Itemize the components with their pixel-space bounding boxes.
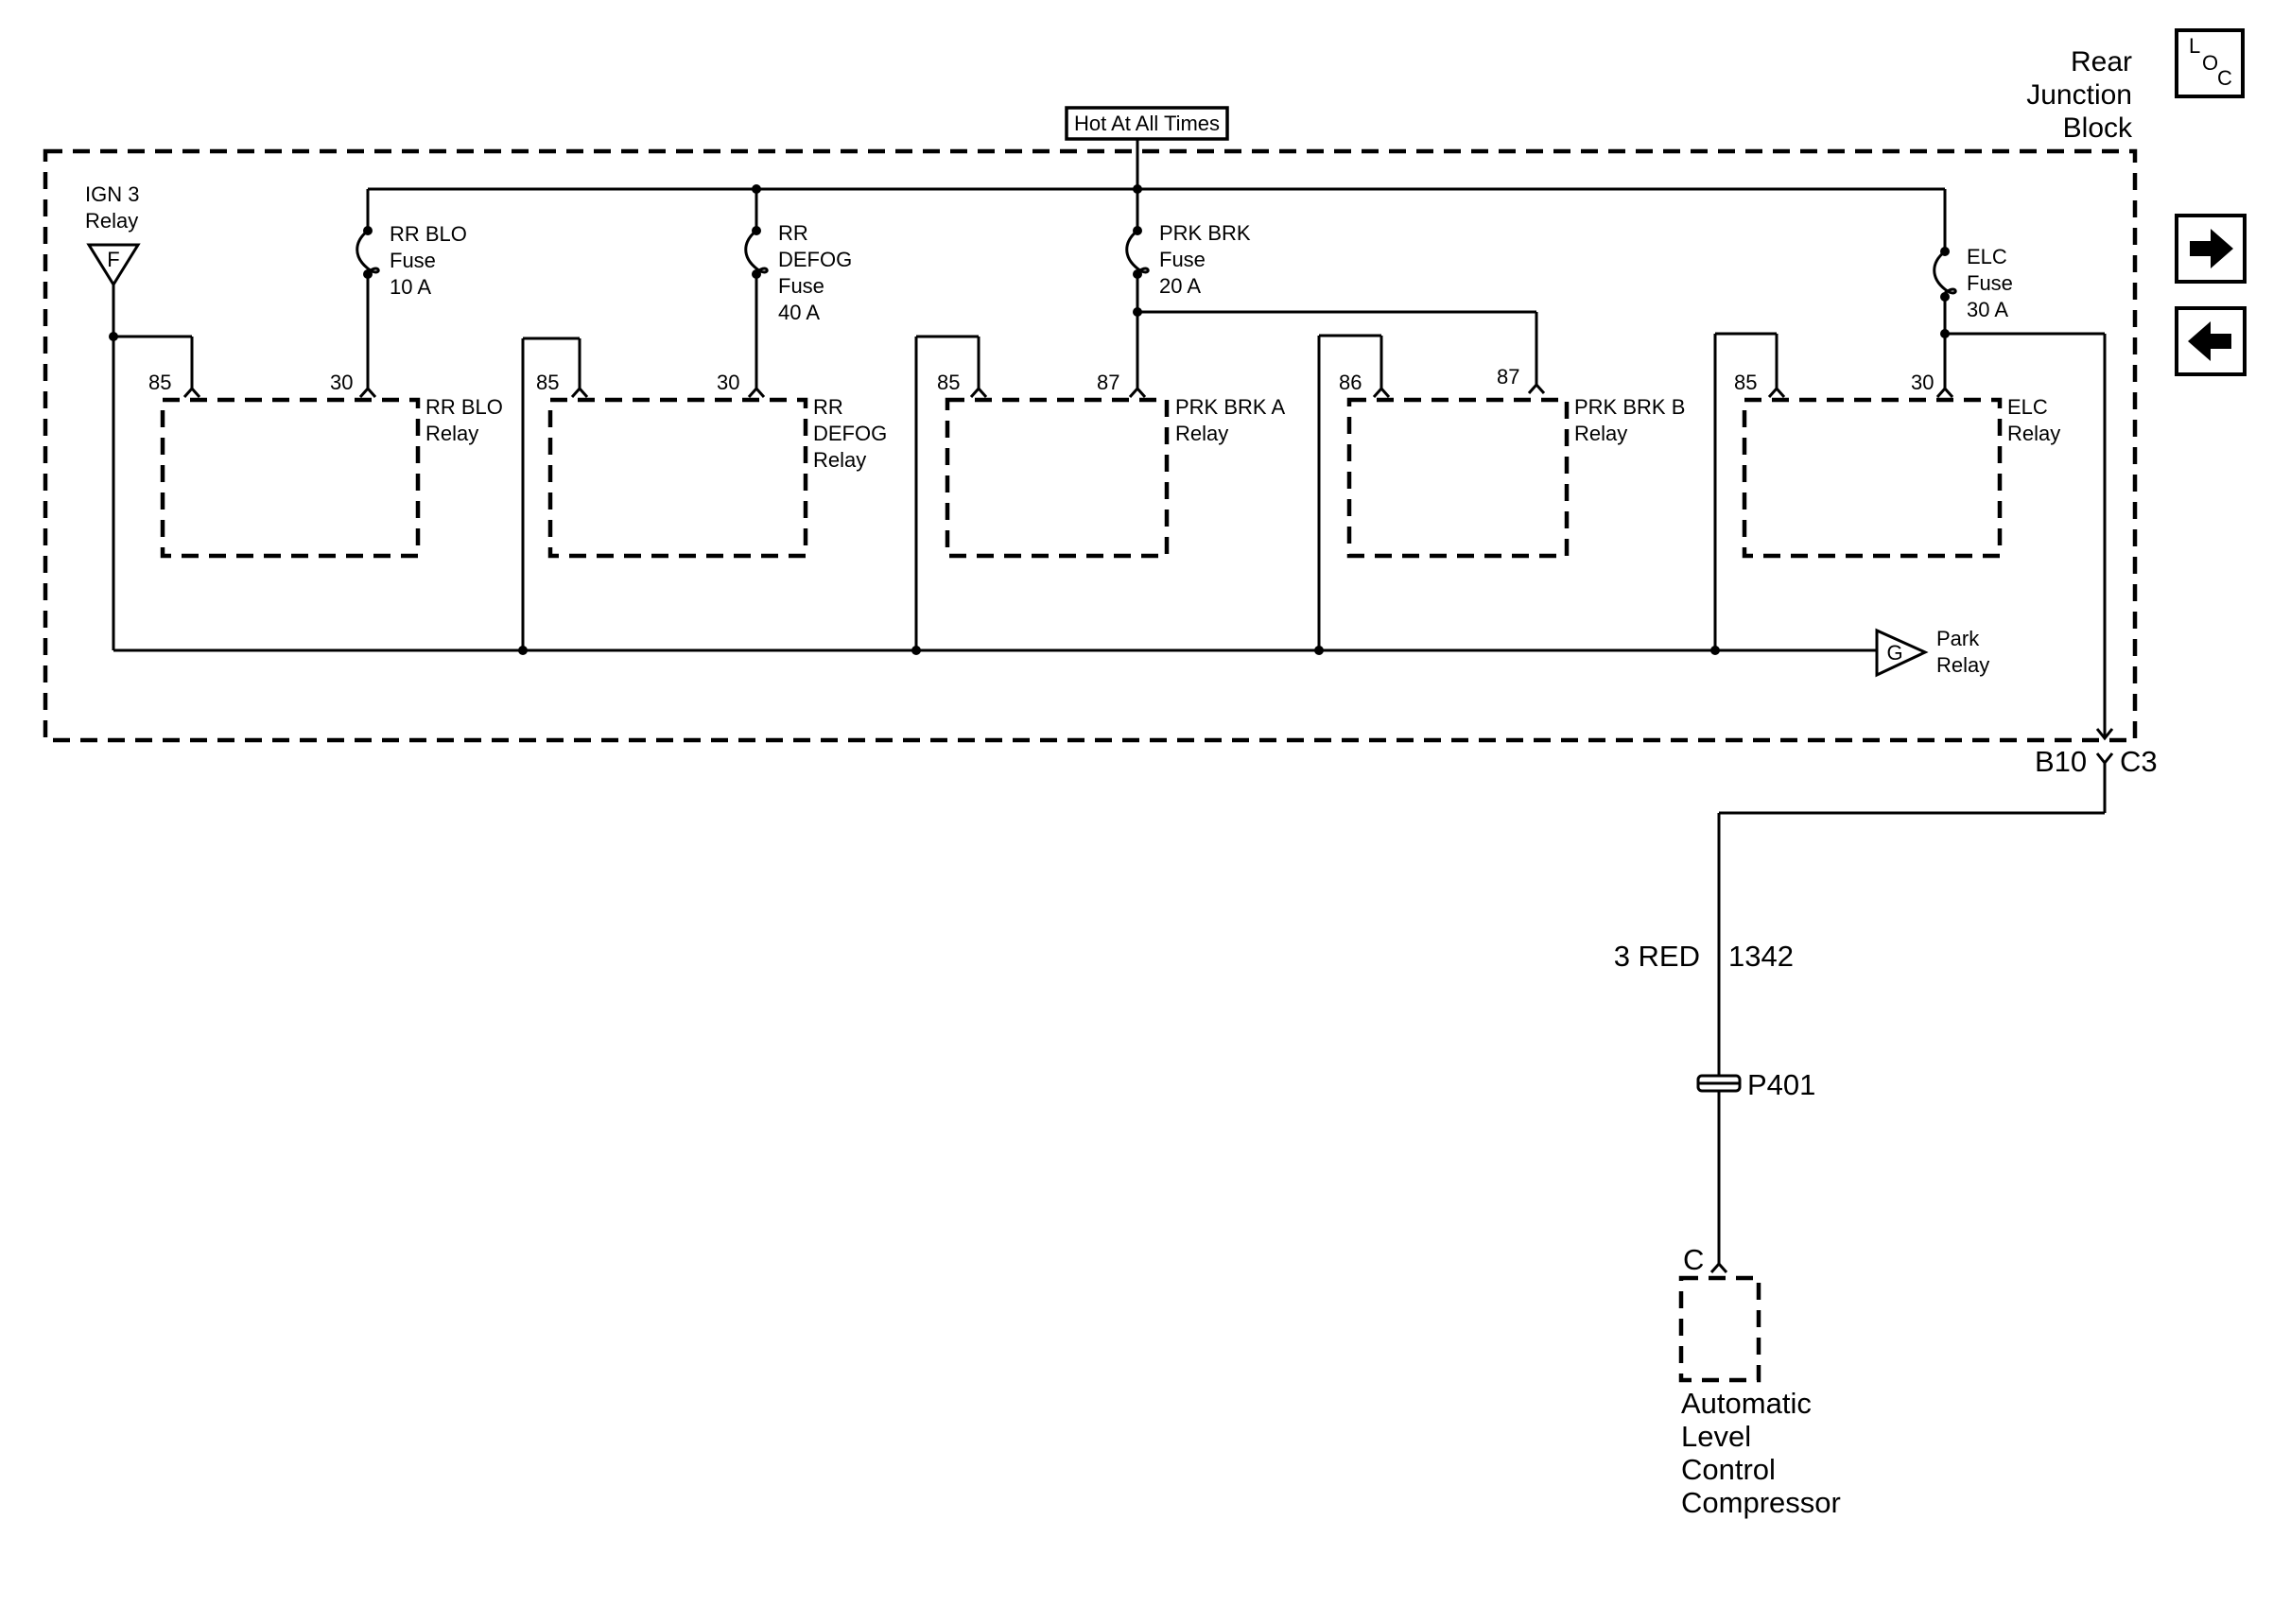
fuse-rr-defog: RR DEFOG Fuse 40 A	[744, 189, 852, 389]
relay-elc: 85 30 ELC Relay	[1713, 332, 2060, 650]
svg-text:Relay: Relay	[2007, 422, 2060, 445]
svg-text:Relay: Relay	[85, 209, 138, 233]
relay-prk-brk-b: 86 87 PRK BRK B Relay	[1317, 334, 1685, 650]
ground-bus	[113, 646, 1877, 655]
svg-text:P401: P401	[1747, 1068, 1815, 1101]
power-source-label: Hot At All Times	[1065, 106, 1229, 141]
svg-text:Control: Control	[1681, 1453, 1776, 1486]
svg-text:C: C	[1683, 1243, 1704, 1276]
svg-text:DEFOG: DEFOG	[813, 422, 887, 445]
svg-text:Block: Block	[2063, 112, 2133, 144]
svg-text:40 A: 40 A	[778, 301, 820, 324]
fuse-elc: ELC Fuse 30 A	[1933, 189, 2105, 389]
svg-text:Relay: Relay	[1175, 422, 1228, 445]
fuse-rr-blo: RR BLO Fuse 10 A	[356, 189, 467, 389]
svg-text:85: 85	[1734, 371, 1757, 394]
park-relay-destination: G Park Relay	[1875, 627, 1989, 678]
connector-c3: B10 C3	[2035, 745, 2158, 813]
power-bus	[368, 139, 1945, 194]
svg-text:L: L	[2189, 34, 2200, 58]
svg-text:C: C	[2217, 66, 2232, 90]
svg-text:30: 30	[1911, 371, 1934, 394]
svg-text:PRK BRK B: PRK BRK B	[1574, 395, 1685, 419]
svg-text:F: F	[107, 248, 119, 271]
svg-text:Fuse: Fuse	[390, 249, 436, 272]
svg-text:PRK BRK: PRK BRK	[1159, 221, 1251, 245]
svg-text:PRK BRK A: PRK BRK A	[1175, 395, 1285, 419]
svg-text:DEFOG: DEFOG	[778, 248, 852, 271]
svg-text:87: 87	[1497, 365, 1519, 389]
svg-text:30: 30	[717, 371, 739, 394]
ign-3-relay-source: IGN 3 Relay F	[85, 182, 194, 650]
svg-text:85: 85	[937, 371, 960, 394]
relay-rr-blo: 85 30 RR BLO Relay	[148, 371, 503, 559]
svg-text:Fuse: Fuse	[778, 274, 824, 298]
fuse-prk-brk: PRK BRK Fuse 20 A	[1125, 189, 1538, 389]
svg-text:Hot At All Times: Hot At All Times	[1074, 112, 1220, 135]
svg-text:Automatic: Automatic	[1681, 1387, 1812, 1420]
svg-text:Relay: Relay	[1574, 422, 1627, 445]
svg-text:Relay: Relay	[813, 448, 866, 472]
svg-text:20 A: 20 A	[1159, 274, 1201, 298]
svg-text:C3: C3	[2120, 745, 2158, 778]
location-icon[interactable]: L O C	[2175, 28, 2245, 98]
elc-output-wire	[2095, 334, 2114, 741]
svg-text:3 RED: 3 RED	[1614, 940, 1700, 973]
svg-text:Junction: Junction	[2026, 79, 2132, 111]
svg-text:Rear: Rear	[2071, 46, 2132, 78]
svg-text:RR BLO: RR BLO	[425, 395, 503, 419]
svg-text:85: 85	[148, 371, 171, 394]
arrow-left-icon[interactable]	[2175, 306, 2247, 376]
svg-text:Fuse: Fuse	[1967, 271, 2013, 295]
automatic-level-control-compressor: C Automatic Level Control Compressor	[1678, 1243, 1841, 1519]
svg-text:G: G	[1886, 641, 1902, 665]
relay-rr-defog: 85 30 RR DEFOG Relay	[521, 337, 887, 650]
svg-text:Fuse: Fuse	[1159, 248, 1206, 271]
svg-text:B10: B10	[2035, 745, 2087, 778]
svg-text:Park: Park	[1936, 627, 1980, 650]
svg-text:ELC: ELC	[2007, 395, 2048, 419]
svg-text:ELC: ELC	[1967, 245, 2007, 268]
svg-text:RR: RR	[813, 395, 843, 419]
svg-text:RR: RR	[778, 221, 808, 245]
svg-text:IGN 3: IGN 3	[85, 182, 139, 206]
svg-text:30 A: 30 A	[1967, 298, 2008, 321]
svg-text:Relay: Relay	[425, 422, 478, 445]
svg-text:85: 85	[536, 371, 559, 394]
junction-block-outline	[43, 148, 2138, 743]
splice-p401: P401	[1696, 1068, 1815, 1264]
svg-text:10 A: 10 A	[390, 275, 431, 299]
svg-text:86: 86	[1339, 371, 1362, 394]
relay-prk-brk-a: 85 87 PRK BRK A Relay	[914, 335, 1285, 650]
arrow-right-icon[interactable]	[2175, 214, 2247, 284]
svg-text:Level: Level	[1681, 1420, 1751, 1453]
svg-text:87: 87	[1097, 371, 1119, 394]
svg-text:30: 30	[330, 371, 353, 394]
svg-text:O: O	[2202, 51, 2218, 75]
svg-text:1342: 1342	[1728, 940, 1794, 973]
svg-text:Relay: Relay	[1936, 653, 1989, 677]
wire-1342: 3 RED 1342	[1614, 811, 2105, 1076]
svg-text:Compressor: Compressor	[1681, 1486, 1841, 1519]
svg-text:RR BLO: RR BLO	[390, 222, 467, 246]
rear-junction-block-title: Rear Junction Block	[2026, 46, 2133, 144]
